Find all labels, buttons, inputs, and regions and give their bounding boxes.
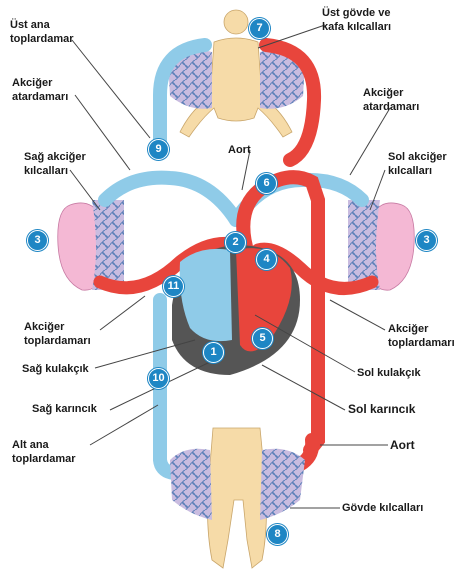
- lower-capillaries: [170, 448, 305, 520]
- label-aort-top: Aort: [228, 144, 251, 156]
- label-sol-kulakcik: Sol kulakçık: [357, 367, 421, 379]
- leader-lines: [69, 24, 391, 509]
- upper-loop: [153, 38, 322, 167]
- badge-6: 6: [256, 173, 277, 194]
- badge-3-left: 3: [27, 230, 48, 251]
- badge-1: 1: [203, 342, 224, 363]
- label-sol-akciger-kilcallari: Sol akciğer kılcalları: [388, 151, 447, 177]
- badge-10: 10: [148, 368, 169, 389]
- badge-5: 5: [252, 328, 273, 349]
- label-sag-kulakcik: Sağ kulakçık: [22, 363, 89, 375]
- label-govde-kilcallari: Gövde kılcalları: [342, 502, 424, 514]
- badge-9: 9: [148, 139, 169, 160]
- label-ust-ana-toplardamar: Üst ana toplardamar: [10, 19, 74, 45]
- badge-4: 4: [256, 249, 277, 270]
- badge-8: 8: [267, 524, 288, 545]
- label-alt-ana-toplardamar: Alt ana toplardamar: [12, 439, 76, 465]
- label-sol-karincik: Sol karıncık: [348, 402, 416, 416]
- badge-7: 7: [249, 18, 270, 39]
- label-akciger-toplardamari-left: Akciğer toplardamarı: [24, 321, 91, 347]
- label-akciger-atardamari-right: Akciğer atardamarı: [363, 87, 420, 113]
- badge-2: 2: [225, 232, 246, 253]
- label-sag-akciger-kilcallari: Sağ akciğer kılcalları: [24, 151, 86, 177]
- upper-capillaries: [168, 49, 305, 109]
- label-aort-bottom: Aort: [390, 438, 415, 452]
- lower-body-figure: [207, 427, 267, 569]
- heart: [172, 245, 300, 375]
- right-lung: [57, 200, 124, 291]
- label-akciger-toplardamari-right: Akciğer toplardamarı: [388, 323, 455, 349]
- badge-3-right: 3: [416, 230, 437, 251]
- badge-11: 11: [163, 276, 184, 297]
- label-sag-karincik: Sağ karıncık: [32, 403, 97, 415]
- label-ust-govde-kafa-kilcallari: Üst gövde ve kafa kılcalları: [322, 7, 392, 33]
- left-lung: [348, 200, 415, 291]
- label-akciger-atardamari-left: Akciğer atardamarı: [12, 77, 69, 103]
